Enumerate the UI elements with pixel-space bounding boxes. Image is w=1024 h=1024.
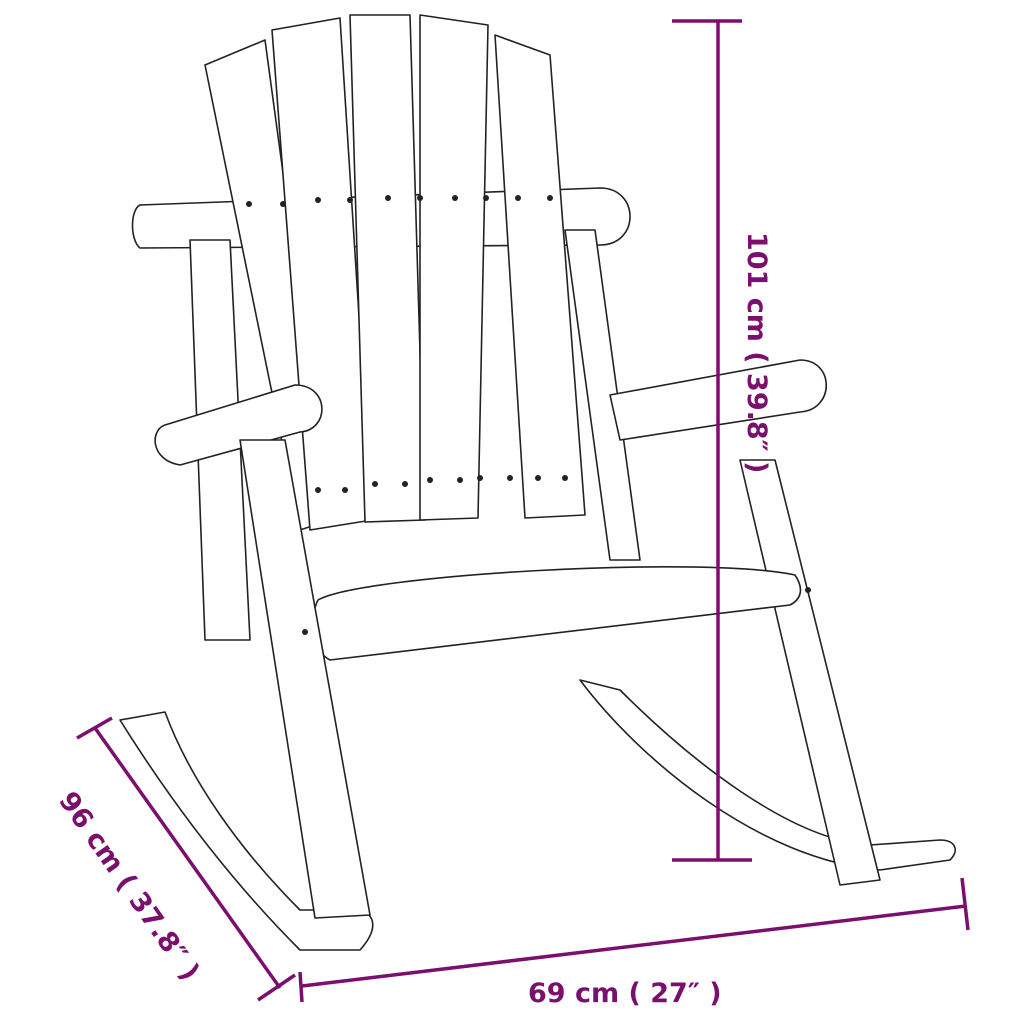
depth-bottom-tick — [257, 973, 296, 1002]
depth-top-tick — [76, 716, 113, 740]
seat — [312, 566, 802, 661]
depth-label: 96 cm ( 37.8″ ) — [52, 786, 205, 986]
left-front-leg — [239, 439, 371, 919]
depth-line — [93, 726, 282, 990]
width-left-tick — [298, 971, 304, 1003]
right-rocker — [579, 679, 956, 871]
width-line — [301, 904, 967, 988]
back-slat-5 — [494, 34, 586, 519]
left-armrest — [154, 384, 323, 466]
chair-drawing — [119, 14, 956, 951]
back-slat-4 — [419, 14, 489, 521]
width-right-tick — [960, 877, 970, 931]
width-label: 69 cm ( 27″ ) — [528, 978, 722, 1009]
dimension-lines — [76, 19, 970, 1003]
rear-leg-right — [564, 229, 641, 561]
left-rocker — [119, 711, 374, 951]
right-front-leg — [739, 459, 881, 886]
height-label: 101 cm ( 39.8″ ) — [741, 232, 772, 473]
bolt-dots — [246, 195, 811, 635]
